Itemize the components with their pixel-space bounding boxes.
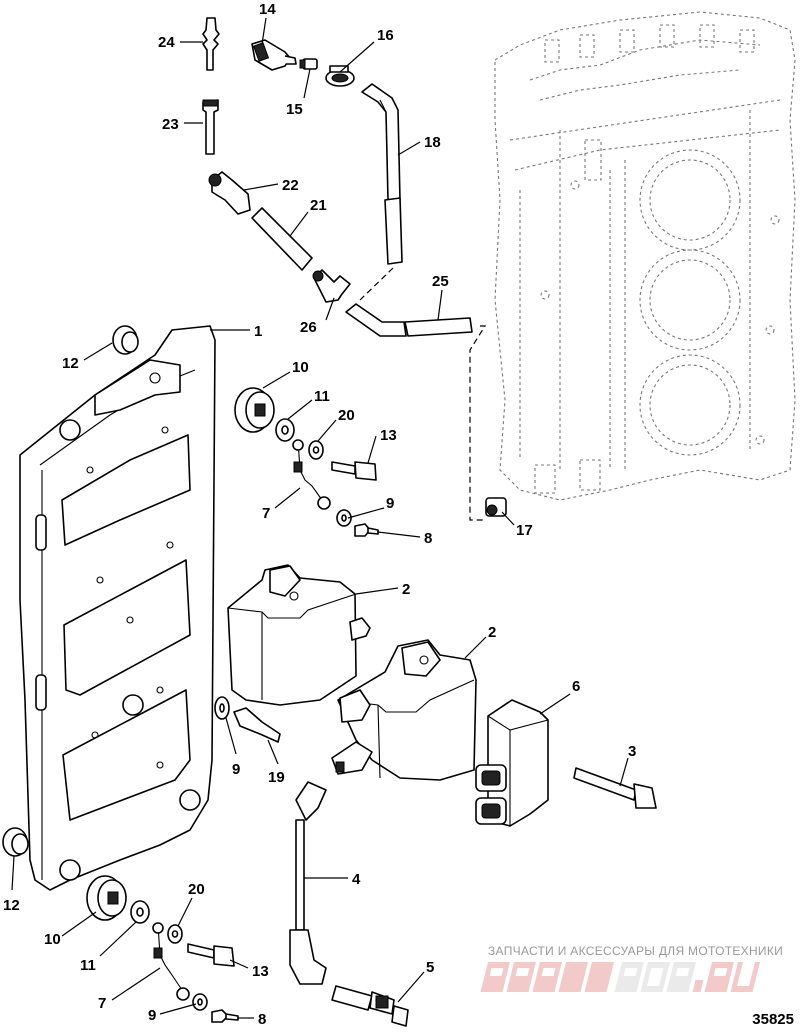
fitting-23 <box>202 99 219 155</box>
ground-wire-7-bottom <box>152 922 190 1001</box>
callout-17: 17 <box>516 522 533 539</box>
bushing-10-top <box>234 387 275 433</box>
watermark-caption: ЗАПЧАСТИ И АКСЕССУАРЫ ДЛЯ МОТОТЕХНИКИ <box>488 944 784 958</box>
grommet-12-top <box>112 325 139 355</box>
callout-9-top: 9 <box>386 495 394 512</box>
washer-20-bottom <box>167 924 183 944</box>
callout-11-bottom: 11 <box>80 957 96 974</box>
callout-4: 4 <box>352 871 361 888</box>
callout-11-top: 11 <box>314 388 330 405</box>
callout-16: 16 <box>377 27 394 44</box>
engine-block <box>494 11 796 501</box>
tee-26 <box>312 269 351 303</box>
hose-18 <box>359 83 403 301</box>
callout-8-top: 8 <box>424 530 432 547</box>
washer-9-bottom <box>192 993 208 1011</box>
sensor-14 <box>251 39 297 71</box>
hose-21 <box>251 207 313 271</box>
ground-wire-7-top <box>292 439 331 510</box>
callout-7-bottom: 7 <box>98 995 106 1012</box>
screw-8-bottom <box>211 1009 239 1023</box>
screw-3 <box>573 767 657 809</box>
watermark-logo <box>480 962 760 992</box>
figure-number: 35825 <box>752 1011 794 1028</box>
callout-20-bottom: 20 <box>188 881 205 898</box>
callout-1: 1 <box>254 323 262 340</box>
callout-13-bottom: 13 <box>252 963 269 980</box>
callout-12-bottom: 12 <box>3 897 20 914</box>
callout-10-bottom: 10 <box>44 931 61 948</box>
clamp-16 <box>325 65 355 87</box>
fitting-17 <box>485 497 507 517</box>
washer-9-top <box>336 509 352 527</box>
callout-9-bottom: 9 <box>148 1007 156 1024</box>
callout-9-middle: 9 <box>232 761 240 778</box>
washer-11-top <box>275 418 295 442</box>
callout-labels: 24 14 16 15 23 18 22 21 25 26 1 12 10 11… <box>3 1 636 1028</box>
screw-13-top <box>331 461 377 481</box>
ignition-coil-upper <box>227 564 371 706</box>
hose-25 <box>345 303 487 521</box>
callout-25: 25 <box>432 273 449 290</box>
callout-2-upper: 2 <box>402 581 410 598</box>
screw-13-bottom <box>187 943 235 967</box>
callout-22: 22 <box>282 177 299 194</box>
callout-3: 3 <box>628 743 636 760</box>
callout-19: 19 <box>268 769 285 786</box>
fitting-15 <box>299 58 318 70</box>
washer-9-middle <box>214 696 230 720</box>
callout-26: 26 <box>300 319 317 336</box>
spark-plug <box>331 985 409 1027</box>
ignition-coil-lower <box>331 639 477 781</box>
grommet-12-bottom <box>2 827 29 857</box>
callout-2-lower: 2 <box>488 624 496 641</box>
leader-lines <box>11 17 629 1019</box>
callout-21: 21 <box>310 197 327 214</box>
fitting-24 <box>202 17 220 71</box>
callout-14: 14 <box>259 1 276 18</box>
callout-6: 6 <box>572 678 580 695</box>
mounting-bracket <box>19 325 216 891</box>
callout-10-top: 10 <box>292 359 309 376</box>
fitting-22 <box>208 171 251 215</box>
callout-7-top: 7 <box>262 505 270 522</box>
callout-12-top: 12 <box>62 355 79 372</box>
callout-5: 5 <box>426 959 434 976</box>
callout-20-top: 20 <box>338 407 355 424</box>
spark-plug-lead <box>289 781 327 985</box>
callout-15: 15 <box>286 101 303 118</box>
callout-24: 24 <box>158 34 175 51</box>
washer-11-bottom <box>130 900 150 924</box>
callout-23: 23 <box>162 116 179 133</box>
callout-13-top: 13 <box>380 427 397 444</box>
screw-19 <box>233 707 281 743</box>
screw-8-top <box>354 523 379 537</box>
bushing-10-bottom <box>86 875 127 921</box>
ignition-module-6 <box>475 699 549 827</box>
callout-8-bottom: 8 <box>258 1011 266 1028</box>
callout-18: 18 <box>424 134 441 151</box>
washer-20-top <box>308 440 324 460</box>
